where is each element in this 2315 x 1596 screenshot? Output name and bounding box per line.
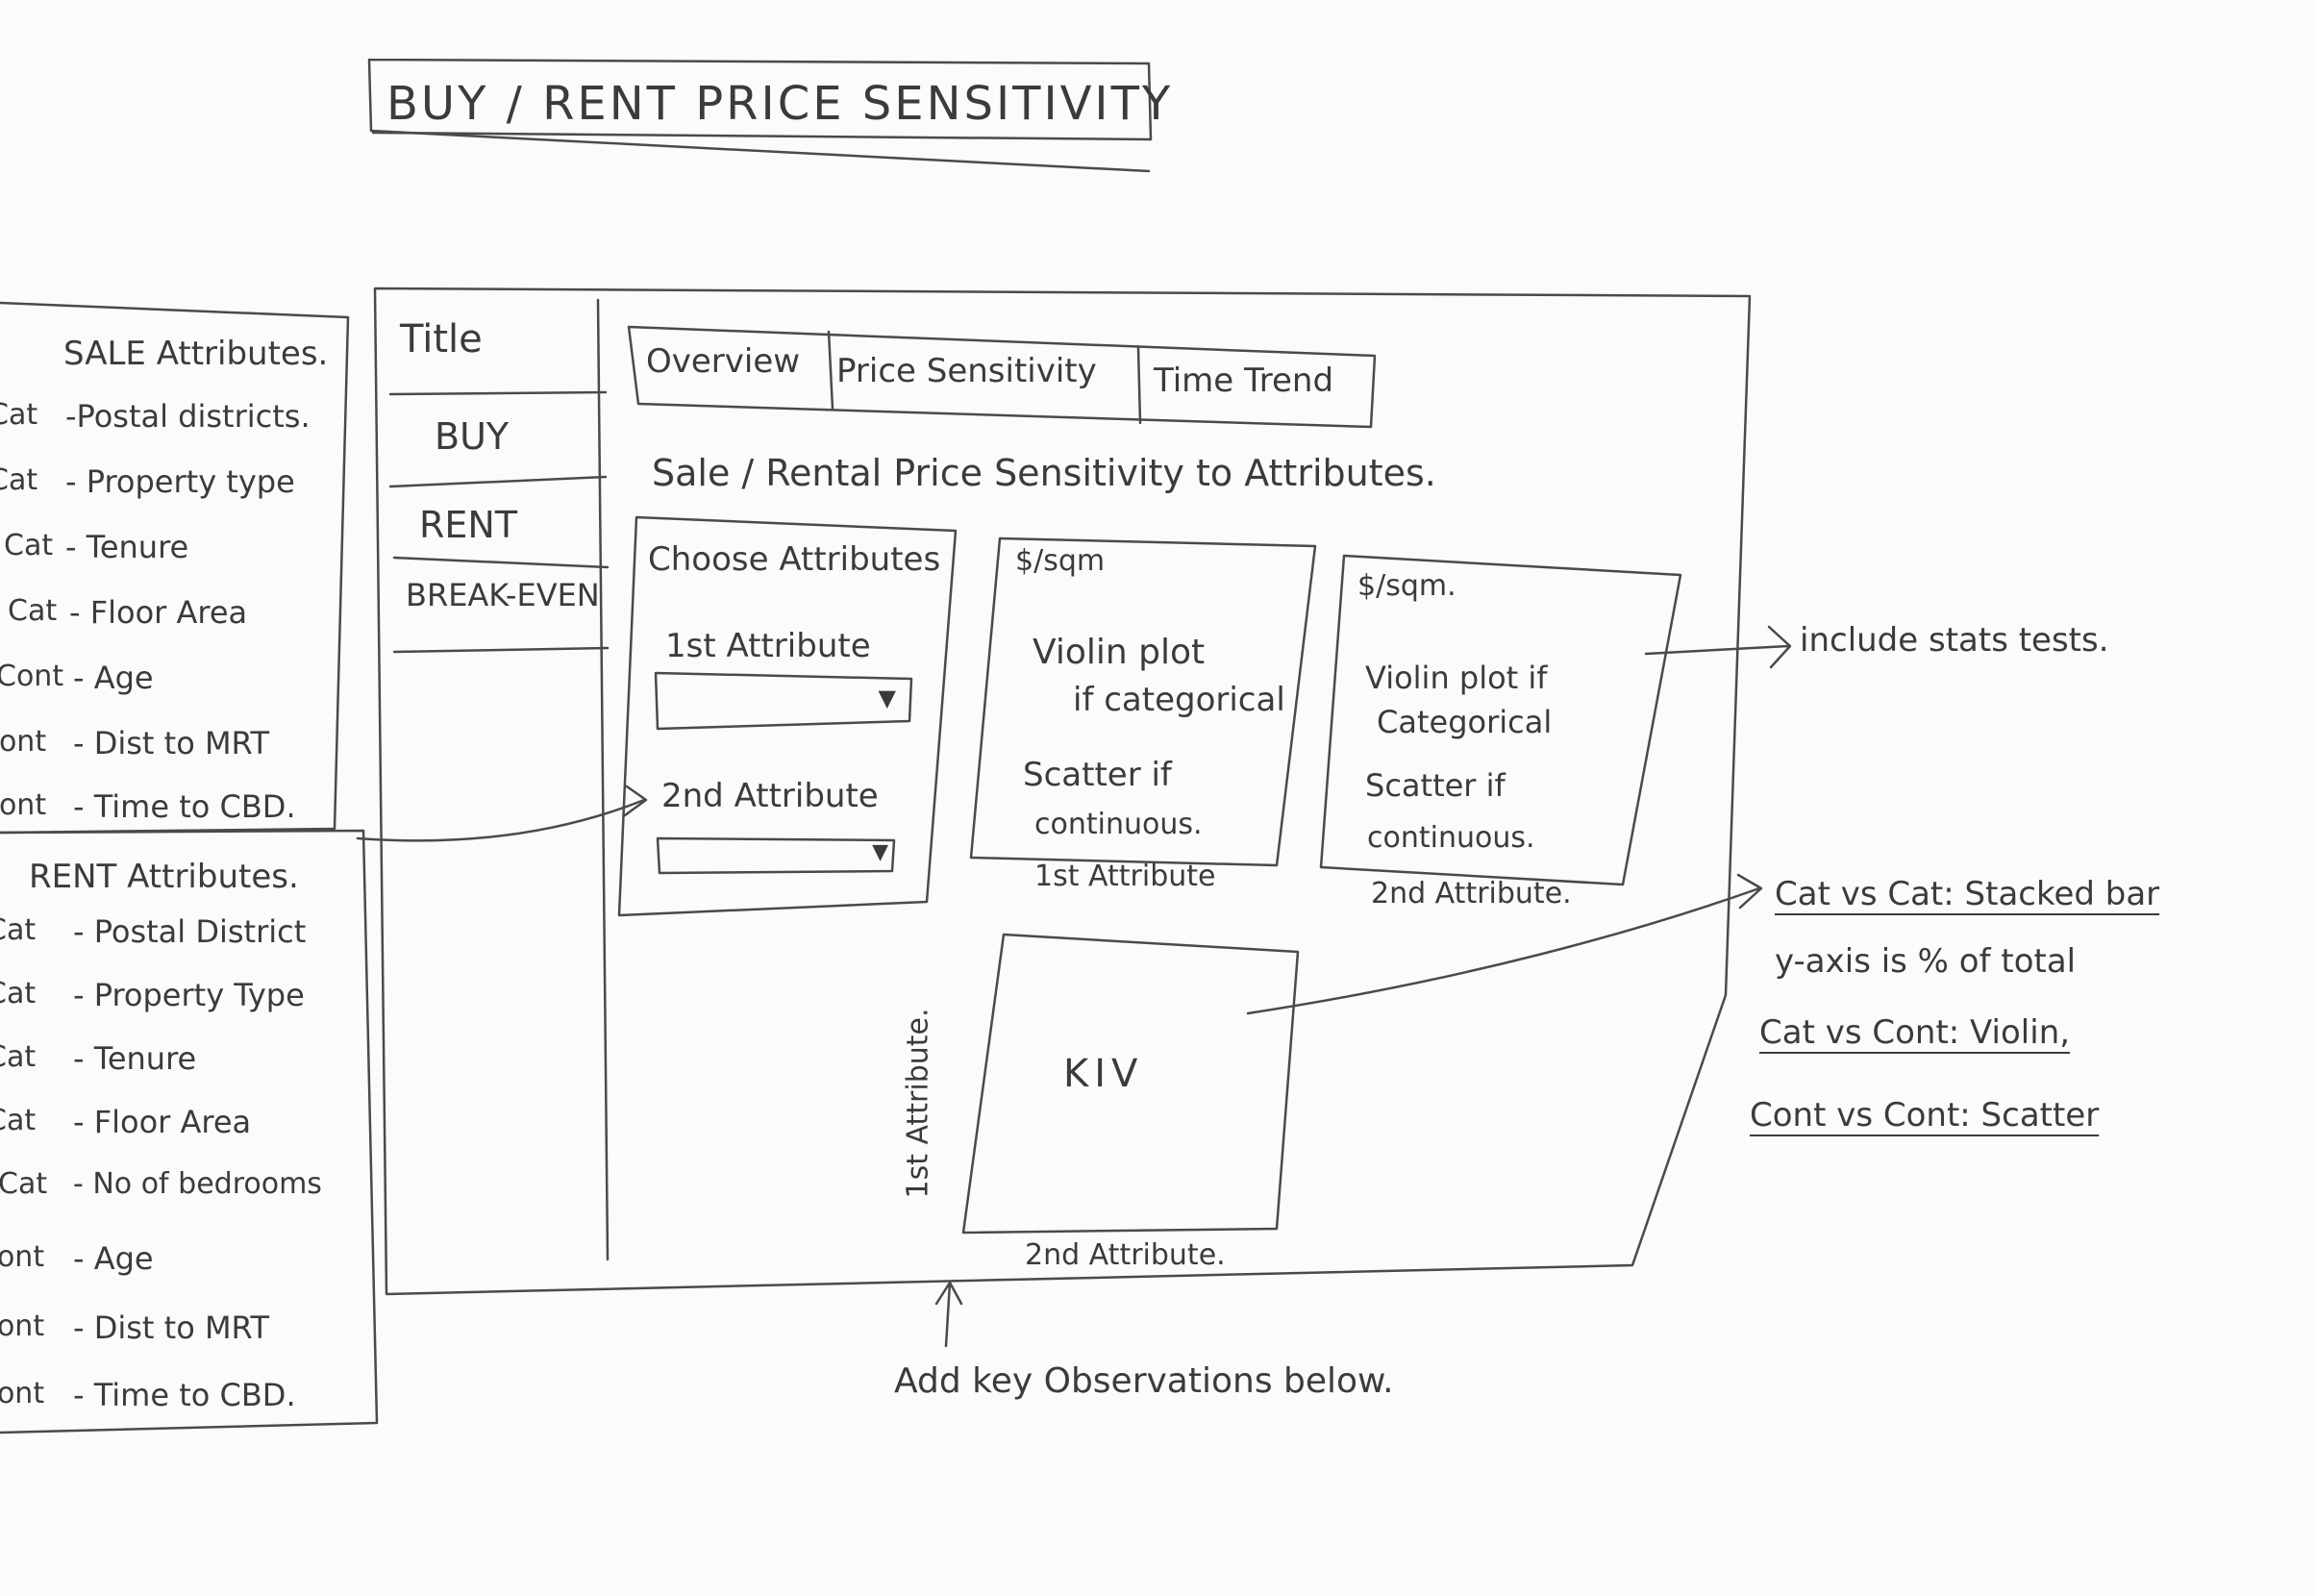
plot-second-attribute: $/sqm. Violin plot if Categorical Scatte… bbox=[1336, 569, 1673, 877]
attribute-type: Cont bbox=[0, 788, 47, 822]
y-axis-note: y-axis is % of total bbox=[1775, 942, 2077, 981]
plot-note: Scatter if bbox=[1023, 756, 1172, 794]
observations-note: Add key Observations below. bbox=[894, 1361, 1394, 1401]
plot-y-label: $/sqm. bbox=[1357, 569, 1456, 603]
plot-y-label: $/sqm bbox=[1015, 544, 1106, 578]
attribute-label: - Time to CBD. bbox=[73, 788, 296, 825]
attribute-type: Cat bbox=[0, 977, 37, 1010]
sidebar-item-break-even[interactable]: BREAK-EVEN bbox=[406, 577, 600, 613]
first-attribute-label: 1st Attribute bbox=[665, 627, 871, 665]
main-heading: Sale / Rental Price Sensitivity to Attri… bbox=[652, 452, 1436, 494]
attribute-label: - Age bbox=[73, 660, 154, 696]
plot-first-attribute: $/sqm Violin plot if categorical Scatter… bbox=[981, 544, 1307, 861]
attribute-label: - Dist to MRT bbox=[73, 725, 269, 761]
attribute-type: Cat bbox=[8, 594, 58, 628]
attribute-type: Cat bbox=[0, 1104, 37, 1137]
attribute-label: - Tenure bbox=[73, 1040, 197, 1077]
plot2-x-label: 2nd Attribute. bbox=[1371, 877, 1572, 910]
attribute-type: Cont bbox=[0, 1309, 45, 1343]
sale-attributes-panel: SALE Attributes. Cat -Postal districts. … bbox=[0, 317, 346, 827]
attribute-type: Cat bbox=[0, 463, 38, 497]
second-attribute-label: 2nd Attribute bbox=[661, 777, 879, 815]
plot-note: if categorical bbox=[1073, 681, 1285, 719]
rent-attributes-heading: RENT Attributes. bbox=[29, 858, 299, 896]
attribute-label: -Postal districts. bbox=[65, 398, 311, 435]
attribute-label: - No of bedrooms bbox=[73, 1167, 322, 1201]
attribute-label: - Tenure bbox=[65, 529, 189, 565]
first-attribute-dropdown[interactable]: ▼ bbox=[658, 677, 909, 719]
sale-attributes-heading: SALE Attributes. bbox=[63, 335, 329, 373]
chevron-down-icon: ▼ bbox=[872, 840, 888, 864]
cat-vs-cont-note: Cat vs Cont: Violin, bbox=[1759, 1013, 2071, 1052]
attribute-type: Cat bbox=[0, 398, 38, 432]
tab-price-sensitivity[interactable]: Price Sensitivity bbox=[836, 352, 1097, 390]
plot1-x-label: 1st Attribute bbox=[1034, 860, 1216, 893]
cat-vs-cat-note: Cat vs Cat: Stacked bar bbox=[1775, 875, 2160, 913]
tab-time-trend[interactable]: Time Trend bbox=[1154, 362, 1334, 400]
attribute-label: - Age bbox=[73, 1240, 154, 1277]
attribute-type: Cont bbox=[0, 1377, 45, 1410]
attribute-label: - Property Type bbox=[73, 977, 305, 1013]
tab-bar: Overview Price Sensitivity Time Trend bbox=[635, 335, 1375, 411]
chevron-down-icon: ▼ bbox=[878, 685, 896, 711]
sidebar-item-rent[interactable]: RENT bbox=[419, 504, 518, 546]
sidebar-item-buy[interactable]: BUY bbox=[435, 415, 510, 458]
attribute-label: - Time to CBD. bbox=[73, 1377, 296, 1413]
plot-note: Violin plot if bbox=[1365, 660, 1548, 696]
plot-note: Scatter if bbox=[1365, 767, 1506, 804]
tab-overview[interactable]: Overview bbox=[646, 342, 801, 381]
attribute-type: Cat bbox=[0, 1040, 37, 1074]
attribute-type: Cont bbox=[0, 1240, 45, 1274]
sidebar: Title BUY RENT BREAK-EVEN bbox=[390, 308, 602, 654]
page-title: BUY / RENT PRICE SENSITIVITY bbox=[386, 77, 1174, 131]
attribute-selector-panel: Choose Attributes 1st Attribute ▼ 2nd At… bbox=[635, 529, 942, 894]
attribute-type: Cont bbox=[0, 725, 47, 759]
second-attribute-dropdown[interactable]: ▼ bbox=[660, 838, 894, 871]
plot3-x-label: 2nd Attribute. bbox=[1025, 1238, 1226, 1272]
attribute-label: - Floor Area bbox=[73, 1104, 252, 1140]
plot-combined-attributes: KIV bbox=[971, 942, 1288, 1231]
cont-vs-cont-note: Cont vs Cont: Scatter bbox=[1750, 1096, 2100, 1135]
selector-title: Choose Attributes bbox=[648, 540, 941, 579]
attribute-type: Cont bbox=[0, 660, 64, 693]
rent-attributes-panel: RENT Attributes. Cat - Postal District C… bbox=[0, 846, 365, 1423]
attribute-label: - Dist to MRT bbox=[73, 1309, 269, 1346]
attribute-label: - Floor Area bbox=[69, 594, 248, 631]
attribute-type: Cat bbox=[0, 1167, 48, 1201]
plot-note: continuous. bbox=[1034, 808, 1203, 841]
attribute-type: Cat bbox=[0, 913, 37, 947]
plot3-y-label: 1st Attribute. bbox=[901, 1008, 935, 1199]
plot-note: Violin plot bbox=[1033, 633, 1206, 672]
plot-note: Categorical bbox=[1377, 704, 1553, 740]
attribute-label: - Property type bbox=[65, 463, 295, 500]
stats-tests-note: include stats tests. bbox=[1800, 621, 2109, 660]
sidebar-title: Title bbox=[400, 317, 483, 362]
attribute-label: - Postal District bbox=[73, 913, 307, 950]
plot-center-label: KIV bbox=[1063, 1052, 1144, 1096]
plot-note: continuous. bbox=[1367, 821, 1535, 855]
attribute-type: Cat bbox=[4, 529, 54, 562]
